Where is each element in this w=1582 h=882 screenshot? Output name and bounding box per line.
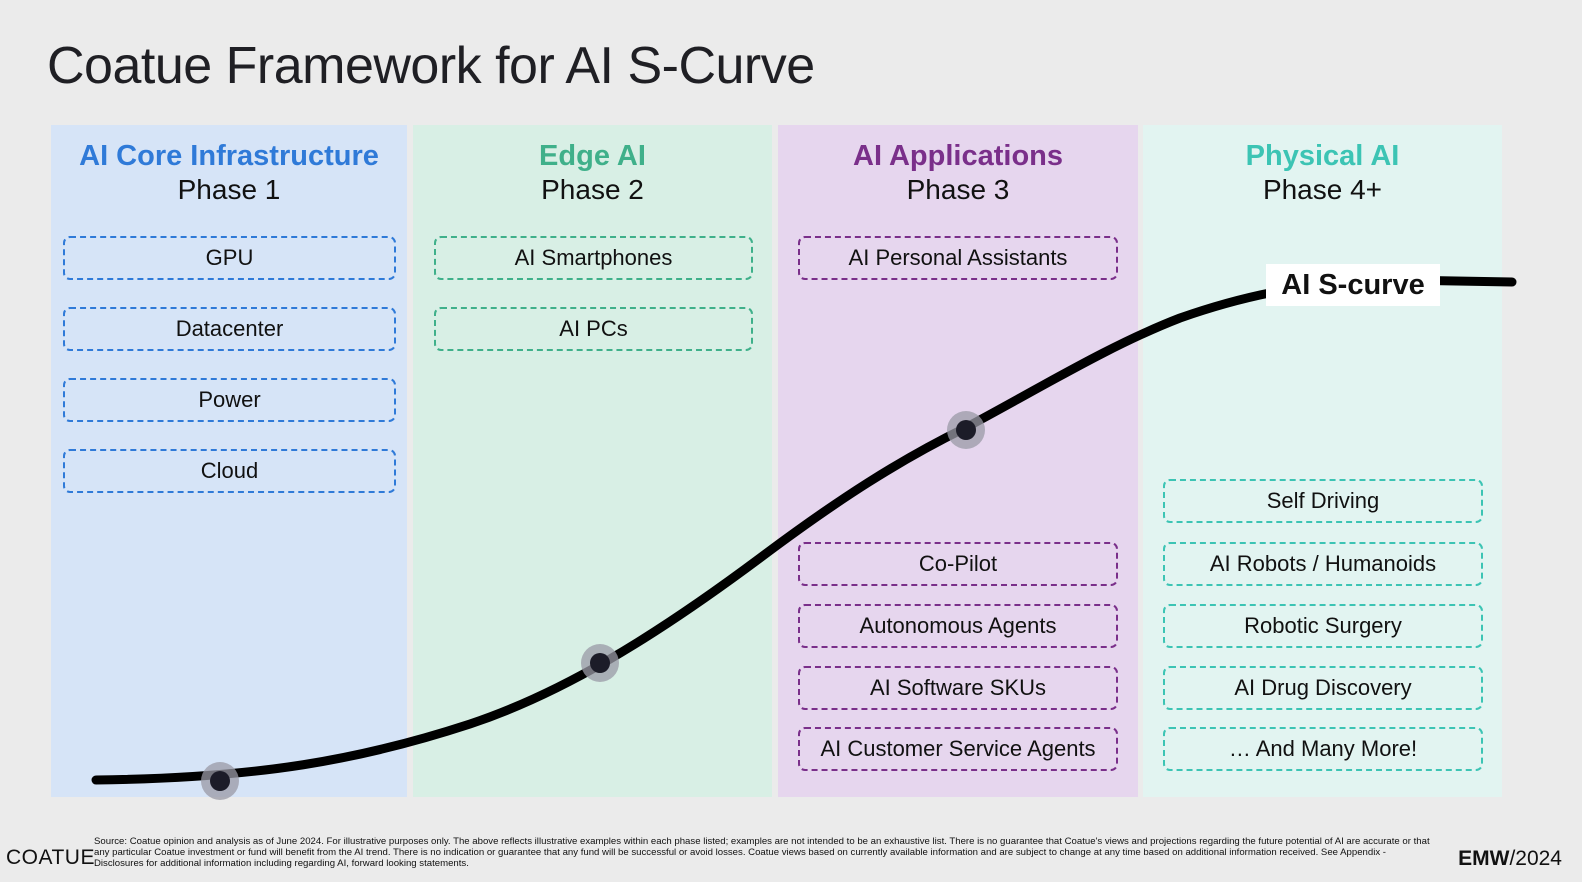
- phase-3-label: Phase 3: [906, 174, 1010, 205]
- item-ai-software-skus: AI Software SKUs: [798, 666, 1118, 710]
- item-datacenter: Datacenter: [63, 307, 396, 351]
- item-ai-robots-humanoids: AI Robots / Humanoids: [1163, 542, 1483, 586]
- source-disclaimer: Source: Coatue opinion and analysis as o…: [94, 836, 1430, 869]
- item-and-many-more: … And Many More!: [1163, 727, 1483, 771]
- slide-title: Coatue Framework for AI S-Curve: [47, 37, 815, 95]
- item-gpu: GPU: [63, 236, 396, 280]
- phase-2-label: Phase 2: [541, 174, 644, 205]
- phase-3-marker: [947, 411, 985, 449]
- item-ai-personal-assistants: AI Personal Assistants: [798, 236, 1118, 280]
- phase-3-name: AI Applications: [853, 140, 1063, 172]
- item-cloud: Cloud: [63, 449, 396, 493]
- phase-4-label: Phase 4+: [1262, 174, 1383, 205]
- item-self-driving: Self Driving: [1163, 479, 1483, 523]
- phase-1-name: AI Core Infrastructure: [79, 140, 379, 172]
- item-ai-drug-discovery: AI Drug Discovery: [1163, 666, 1483, 710]
- phase-3-column: AI Applications Phase 3 AI Personal Assi…: [778, 125, 1138, 797]
- item-robotic-surgery: Robotic Surgery: [1163, 604, 1483, 648]
- item-co-pilot: Co-Pilot: [798, 542, 1118, 586]
- event-name: EMW: [1458, 847, 1510, 870]
- item-ai-customer-service-agents: AI Customer Service Agents: [798, 727, 1118, 771]
- s-curve-line: [91, 275, 1517, 785]
- item-power: Power: [63, 378, 396, 422]
- coatue-logo: COATUE: [6, 846, 95, 869]
- event-year: /2024: [1509, 847, 1562, 870]
- item-ai-smartphones: AI Smartphones: [434, 236, 753, 280]
- phase-4-column: Physical AI Phase 4+ Self Driving AI Rob…: [1143, 125, 1502, 797]
- phase-2-name: Edge AI: [539, 140, 646, 172]
- s-curve-label: AI S-curve: [1266, 264, 1440, 306]
- item-ai-pcs: AI PCs: [434, 307, 753, 351]
- item-autonomous-agents: Autonomous Agents: [798, 604, 1118, 648]
- phase-1-label: Phase 1: [177, 174, 281, 205]
- phase-1-marker: [201, 762, 239, 800]
- event-label: EMW/2024: [1458, 847, 1562, 871]
- phase-4-name: Physical AI: [1245, 140, 1400, 172]
- phase-2-marker: [581, 644, 619, 682]
- phase-2-column: Edge AI Phase 2 AI Smartphones AI PCs: [413, 125, 772, 797]
- phase-1-column: AI Core Infrastructure Phase 1 GPU Datac…: [51, 125, 407, 797]
